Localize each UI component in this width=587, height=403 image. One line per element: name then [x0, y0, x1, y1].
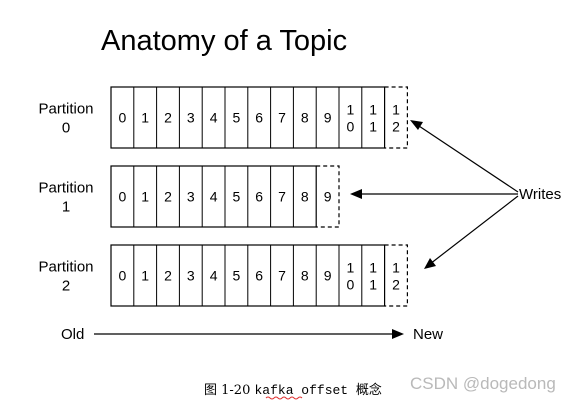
writes-arrow-partition-0	[415, 123, 519, 193]
time-axis: Old New	[61, 326, 443, 343]
partition-1-offset-cell: 6	[255, 189, 263, 205]
partition-1-offset-cell: 0	[119, 189, 127, 205]
figure-caption: 图 1-20 kafka offset 概念	[204, 382, 382, 400]
axis-arrowhead	[392, 329, 404, 339]
spellcheck-underline	[265, 396, 303, 400]
partition-0-offset-cell: 8	[301, 110, 309, 126]
partition-1-offset-cell: 1	[141, 189, 149, 205]
partition-2-offset-cell: 3	[187, 268, 195, 284]
partition-0-offset-cell: 9	[324, 110, 332, 126]
partition-1-next-write-offset: 9	[324, 189, 332, 205]
diagram-title: Anatomy of a Topic	[101, 25, 347, 57]
partition-0-offset-cell: 2	[164, 110, 172, 126]
writes-arrowhead-partition-0	[410, 120, 423, 130]
writes-arrowhead-partition-1	[350, 189, 362, 199]
writes-group: Writes	[350, 120, 561, 269]
axis-new-label: New	[413, 326, 443, 343]
partition-1-offset-cell: 5	[233, 189, 241, 205]
caption-text: 图 1-20 kafka offset 概念	[204, 382, 382, 398]
partition-0-offset-cell: 7	[278, 110, 286, 126]
partition-2-offset-cell: 7	[278, 268, 286, 284]
caption-prefix: 图 1-20	[204, 383, 254, 398]
partition-2-offset-cell: 9	[324, 268, 332, 284]
partition-0-offset-cell: 6	[255, 110, 263, 126]
partition-1-offset-cell: 8	[301, 189, 309, 205]
partition-0-offset-cell: 0	[119, 110, 127, 126]
partition-2-offset-cell: 6	[255, 268, 263, 284]
partition-0-next-write-box	[384, 86, 408, 149]
partition-0-offset-cell: 1	[141, 110, 149, 126]
partition-1-offset-cell: 3	[187, 189, 195, 205]
partition-0-label-line1: Partition	[38, 101, 93, 118]
partition-0-offset-cell: 4	[210, 110, 218, 126]
writes-arrow-partition-2	[429, 195, 519, 265]
caption-middle: offset	[294, 383, 356, 398]
partition-1-offset-cell: 7	[278, 189, 286, 205]
partition-2-next-write-box	[384, 244, 408, 307]
partition-0-offset-cell: 3	[187, 110, 195, 126]
partition-1-label-line1: Partition	[38, 180, 93, 197]
partition-2-offset-cell: 4	[210, 268, 218, 284]
partition-2-offset-cell: 1	[141, 268, 149, 284]
caption-suffix: 概念	[356, 382, 382, 398]
partition-2-label-line1: Partition	[38, 259, 93, 276]
axis-old-label: Old	[61, 326, 84, 343]
partition-1-log-box	[110, 165, 317, 228]
partition-2-offset-cell: 8	[301, 268, 309, 284]
partition-2-offset-cell: 0	[119, 268, 127, 284]
writes-arrowhead-partition-2	[424, 258, 436, 269]
csdn-watermark: CSDN @dogedong	[410, 374, 556, 393]
partition-2-offset-cell: 5	[233, 268, 241, 284]
partition-2-offset-cell: 2	[164, 268, 172, 284]
partition-1-offset-cell: 2	[164, 189, 172, 205]
writes-label: Writes	[519, 186, 561, 203]
partition-1-offset-cell: 4	[210, 189, 218, 205]
partition-2-label-line2: 2	[62, 278, 70, 295]
partition-0-label-line2: 0	[62, 120, 70, 137]
caption-term: kafka	[254, 383, 293, 398]
partition-0-offset-cell: 5	[233, 110, 241, 126]
partition-1-label-line2: 1	[62, 199, 70, 216]
